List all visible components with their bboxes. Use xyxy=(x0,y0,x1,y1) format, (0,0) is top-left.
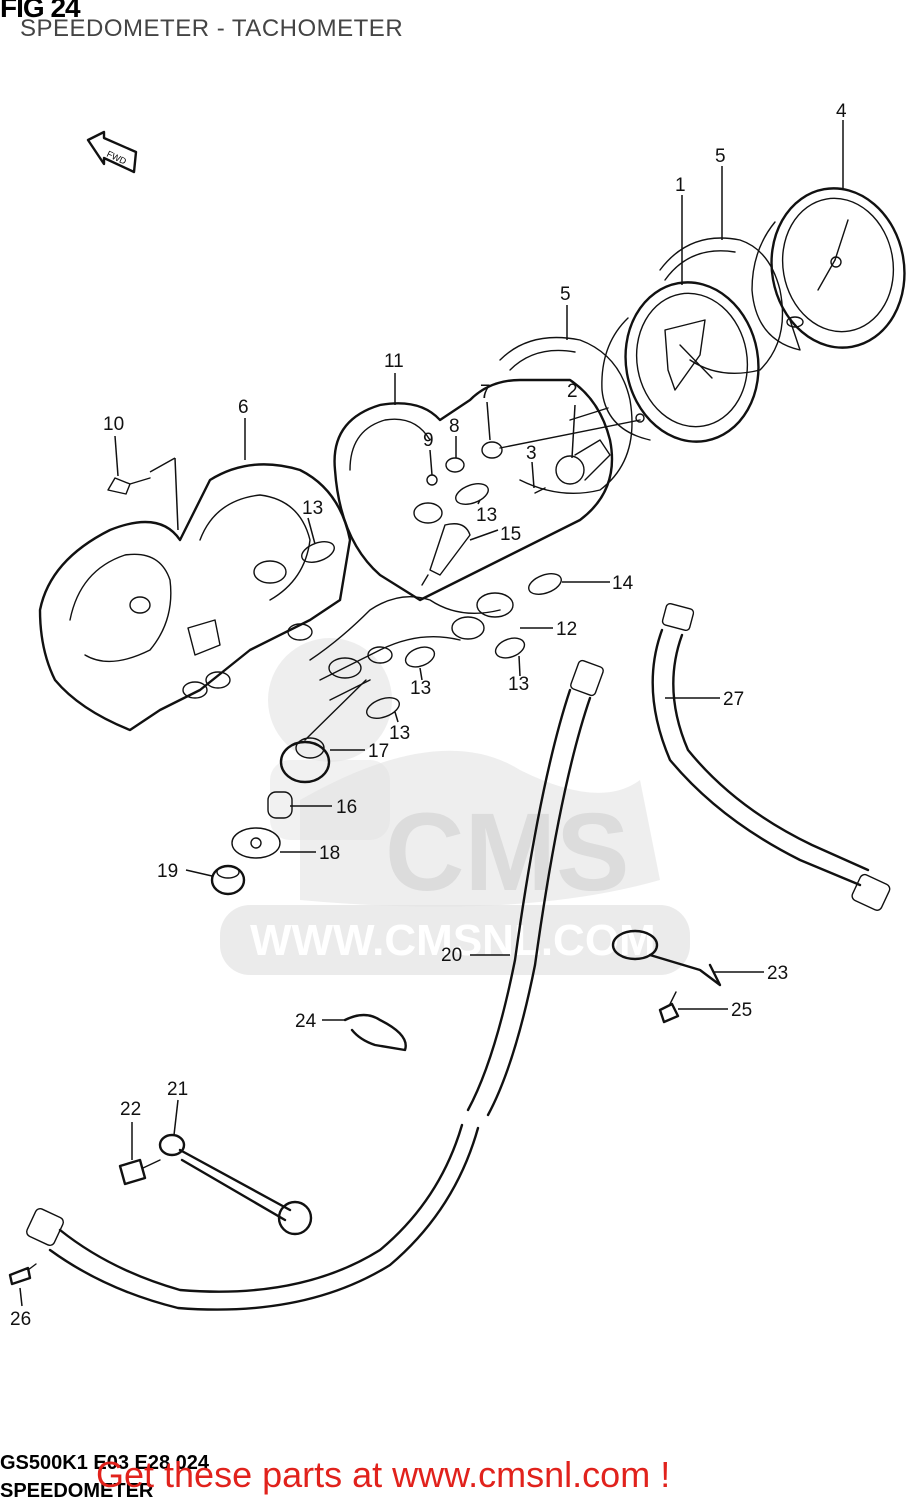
callout-12: 12 xyxy=(556,619,577,640)
callout-6: 6 xyxy=(238,397,249,418)
callout-5-right: 5 xyxy=(715,146,726,167)
callout-4: 4 xyxy=(836,101,847,122)
callout-16: 16 xyxy=(336,797,357,818)
meter-upper-case xyxy=(333,378,614,602)
tachometer-gauge xyxy=(751,187,906,351)
callout-3: 3 xyxy=(526,443,537,464)
callout-1: 1 xyxy=(675,175,686,196)
callout-22: 22 xyxy=(120,1099,141,1120)
callout-21: 21 xyxy=(167,1079,188,1100)
callout-5-left: 5 xyxy=(560,284,571,305)
callout-10: 10 xyxy=(103,414,124,435)
callout-20: 20 xyxy=(441,945,462,966)
callout-24: 24 xyxy=(295,1011,317,1032)
callout-8: 8 xyxy=(449,416,460,437)
fwd-arrow-icon: FWD xyxy=(86,130,138,174)
indicator-bulbs xyxy=(301,483,562,719)
promo-link-text[interactable]: Get these parts at www.cmsnl.com ! xyxy=(96,1454,671,1495)
speedometer-cable xyxy=(26,659,604,1311)
watermark-url: WWW.CMSNL.COM xyxy=(250,916,656,965)
callout-25: 25 xyxy=(731,1000,752,1021)
callout-13-e: 13 xyxy=(389,723,410,744)
callout-14: 14 xyxy=(612,573,634,594)
callout-9: 9 xyxy=(423,430,434,451)
callout-27: 27 xyxy=(723,689,744,710)
callout-13-c: 13 xyxy=(410,678,431,699)
callout-26: 26 xyxy=(10,1309,31,1330)
callout-labels: 1 2 3 4 5 5 6 7 8 9 10 11 12 13 13 13 13… xyxy=(10,101,847,1330)
model-code: GS500K1 E03 E28 024 xyxy=(0,1452,210,1474)
callout-19: 19 xyxy=(157,861,178,882)
watermark-brand: CMS xyxy=(385,791,629,914)
speedometer-gauge xyxy=(601,281,760,443)
callout-13-a: 13 xyxy=(302,498,323,519)
callout-23: 23 xyxy=(767,963,788,984)
callout-17: 17 xyxy=(368,741,389,762)
fasteners-group xyxy=(107,407,641,586)
figure-number: FIG 24 xyxy=(0,0,81,23)
callout-18: 18 xyxy=(319,843,340,864)
callout-13-d: 13 xyxy=(508,674,529,695)
gauge-gasket-right xyxy=(659,237,784,375)
meter-lower-case xyxy=(38,463,352,732)
callout-13-b: 13 xyxy=(476,505,497,526)
callout-leaders xyxy=(19,120,844,1307)
callout-2: 2 xyxy=(567,381,578,402)
cable-clamps xyxy=(8,929,722,1286)
section-title: SPEEDOMETER xyxy=(0,1480,154,1500)
watermark-logo: CMS WWW.CMSNL.COM xyxy=(220,638,690,975)
gauge-gasket-left xyxy=(499,336,633,494)
grommet-stack xyxy=(210,679,367,896)
callout-7: 7 xyxy=(480,382,491,403)
callout-11: 11 xyxy=(384,351,404,372)
tachometer-cable xyxy=(651,602,891,911)
meter-wiring-harness xyxy=(253,502,514,701)
callout-15: 15 xyxy=(500,524,521,545)
diagram-subtitle: SPEEDOMETER - TACHOMETER xyxy=(20,15,404,42)
